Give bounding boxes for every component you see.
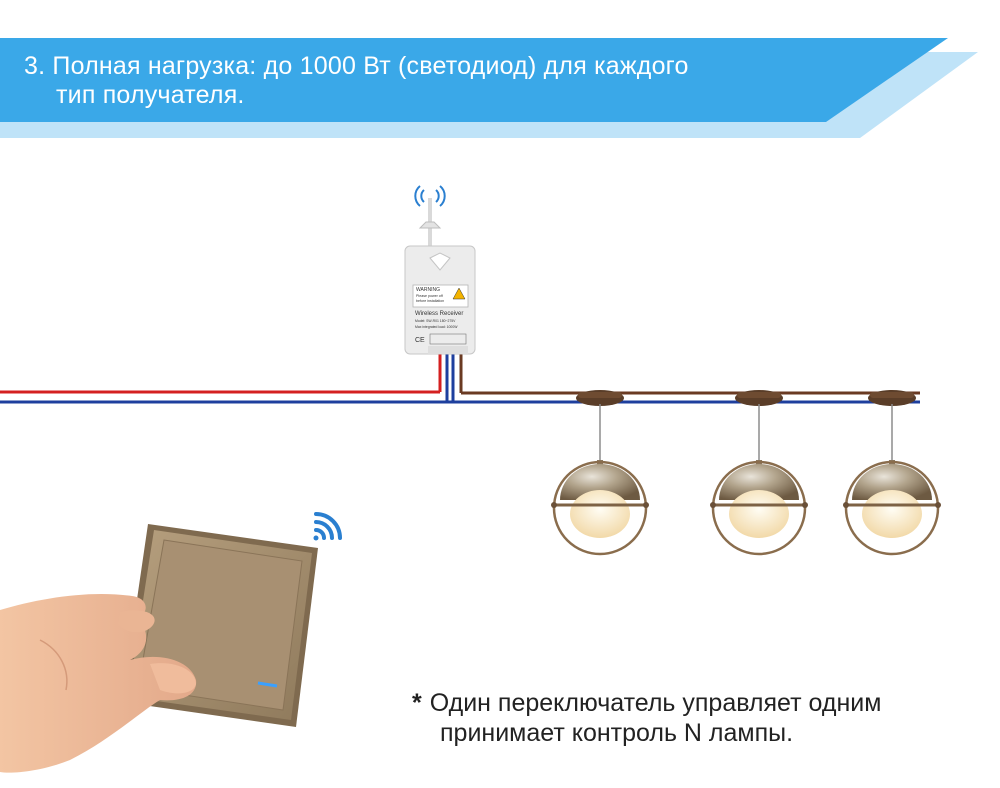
- footnote: *Один переключатель управляет одним прин…: [412, 688, 992, 748]
- warning-triangle-icon: [452, 287, 466, 300]
- banner-line2: тип получателя.: [56, 81, 245, 109]
- switch-indicator-light: [257, 681, 278, 688]
- ce-mark: CE: [415, 337, 425, 344]
- banner: [0, 38, 978, 138]
- receiver-warning: WARNING: [416, 287, 440, 293]
- banner-heading: 3. Полная нагрузка: до 1000 Вт (светодио…: [24, 52, 844, 110]
- receiver-title: Wireless Receiver: [415, 311, 463, 317]
- pendant-lamp: [843, 390, 941, 556]
- hand: [0, 593, 197, 773]
- pendant-lamp: [551, 390, 649, 556]
- footnote-star: *: [412, 689, 422, 717]
- receiver-model: Model: SW-R01 180~275V: [415, 319, 456, 323]
- banner-main-stripe: [0, 38, 948, 122]
- wiring: [0, 350, 920, 404]
- banner-line1: 3. Полная нагрузка: до 1000 Вт (светодио…: [24, 52, 689, 80]
- antenna-signal-icon: [414, 185, 446, 207]
- switch-signal-icon: [313, 512, 342, 541]
- receiver-warning-note1: Please power off: [416, 294, 443, 298]
- receiver-max-load: Max integrated load: 1000W: [415, 325, 458, 329]
- footnote-line2: принимает контроль N лампы.: [440, 719, 794, 747]
- pendant-lamp: [710, 390, 808, 556]
- wireless-receiver: WARNING Please power off before installa…: [404, 185, 476, 355]
- receiver-warning-note2: before installation: [416, 299, 444, 303]
- footnote-line1: Один переключатель управляет одним: [429, 689, 882, 717]
